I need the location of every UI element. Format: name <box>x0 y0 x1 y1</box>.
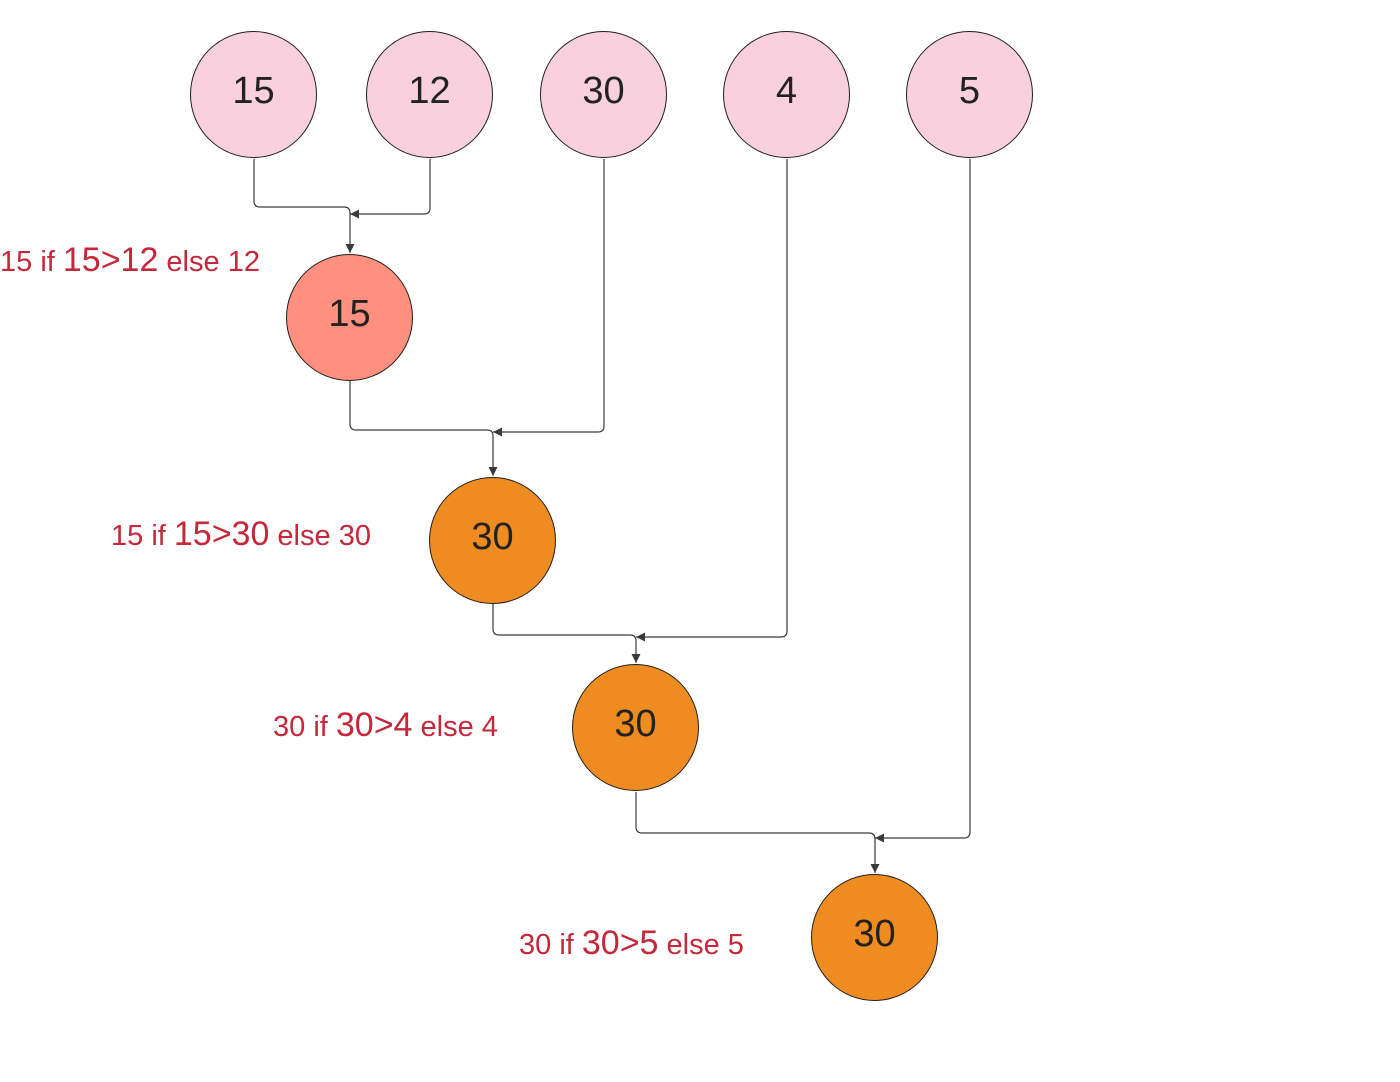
input-node-2-value: 12 <box>408 70 451 112</box>
step-3-label-condition: 30>4 <box>335 706 413 744</box>
step-1-result-value: 15 <box>328 293 371 335</box>
connector-step-1-to-step-2 <box>349 381 498 476</box>
input-node-3: 30 <box>540 31 667 158</box>
step-3-label-else-part: else 4 <box>412 711 498 743</box>
input-node-5: 5 <box>906 31 1033 158</box>
step-4-label: 30 if 30>5 else 5 <box>519 926 744 960</box>
connector-input-5-to-step-4 <box>875 159 971 843</box>
input-node-2: 12 <box>366 31 493 158</box>
step-2-label-condition: 15>30 <box>173 515 270 553</box>
step-3-result-node: 30 <box>572 664 699 791</box>
step-2-result-value: 30 <box>471 516 514 558</box>
connector-input-30-to-step-2 <box>493 159 605 437</box>
input-node-5-value: 5 <box>958 70 981 112</box>
step-1-label-condition: 15>12 <box>62 241 159 279</box>
step-3-result-value: 30 <box>614 703 657 745</box>
step-1-label-if-value: 15 if <box>0 246 63 278</box>
step-3-label-if-value: 30 if <box>273 711 336 743</box>
input-node-1: 15 <box>190 31 317 158</box>
input-node-3-value: 30 <box>582 70 625 112</box>
step-4-label-else-part: else 5 <box>658 929 744 961</box>
step-2-label-if-value: 15 if <box>111 520 174 552</box>
connector-step-2-to-step-3 <box>492 604 641 663</box>
connector-input-4-to-step-3 <box>636 159 788 642</box>
step-1-label-else-part: else 12 <box>158 246 260 278</box>
connector-input-15-to-step-1 <box>253 159 355 253</box>
step-3-label: 30 if 30>4 else 4 <box>273 708 498 742</box>
input-node-4-value: 4 <box>775 70 798 112</box>
connector-step-3-to-step-4 <box>635 792 880 873</box>
step-4-label-if-value: 30 if <box>519 929 582 961</box>
input-node-1-value: 15 <box>232 70 275 112</box>
step-4-label-condition: 30>5 <box>581 924 659 962</box>
step-1-label: 15 if 15>12 else 12 <box>0 243 260 277</box>
step-4-result-node: 30 <box>811 874 938 1001</box>
step-2-result-node: 30 <box>429 477 556 604</box>
step-1-result-node: 15 <box>286 254 413 381</box>
step-2-label: 15 if 15>30 else 30 <box>111 517 371 551</box>
step-2-label-else-part: else 30 <box>269 520 371 552</box>
step-4-result-value: 30 <box>853 913 896 955</box>
input-node-4: 4 <box>723 31 850 158</box>
connector-input-12-to-step-1 <box>350 159 431 219</box>
